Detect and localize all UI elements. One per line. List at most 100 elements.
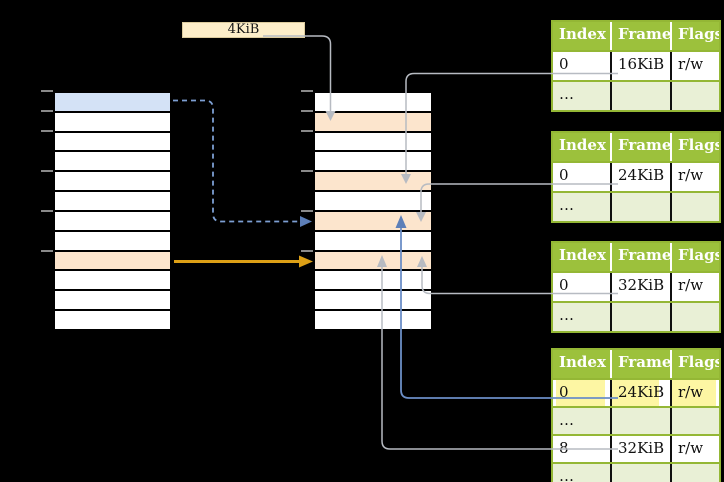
virtual-memory-cell-9 [55, 251, 170, 272]
page-size-label: 4KiB [227, 22, 260, 37]
page-table-1-header-flags: Flags [670, 22, 719, 50]
physical-memory-cell-6 [315, 192, 431, 212]
physical-memory-cell-4 [315, 152, 431, 173]
page-table-4-header-index: Index [553, 350, 610, 378]
virtual-memory-cell-4 [55, 152, 170, 173]
physical-memory-cell-9 [315, 251, 431, 272]
arrow-virtual-page9-to-physical-frame [174, 255, 313, 268]
page-table-2-row-1-flags: r/w [670, 163, 719, 191]
virtual-address-tick-mark [41, 110, 53, 112]
page-table-3-header-flags: Flags [670, 243, 719, 271]
virtual-address-tick-mark [41, 170, 53, 172]
virtual-memory-cell-3 [55, 132, 170, 153]
page-table-1-row-2: … [553, 80, 719, 110]
page-table-1-row-1-frame: 16KiB [610, 52, 670, 80]
physical-memory-cell-3 [315, 132, 431, 153]
page-table-3-row-2-flags [670, 303, 719, 331]
page-table-3-row-1-index: 0 [553, 273, 610, 301]
page-table-3-row-2: … [553, 301, 719, 331]
page-table-2-header-index: Index [553, 133, 610, 161]
virtual-address-tick-mark [41, 90, 53, 92]
virtual-memory-cell-8 [55, 231, 170, 252]
page-table-1-header-index: Index [553, 22, 610, 50]
arrow-virtual-page1-to-physical-frame [173, 99, 312, 227]
page-table-3-row-2-frame [610, 303, 670, 331]
page-table-4-row-3-flags: r/w [670, 436, 719, 462]
virtual-memory-cell-5 [55, 172, 170, 193]
page-table-4-row-1-flags: r/w [670, 380, 719, 406]
page-table-4-row-2: … [553, 406, 719, 434]
page-table-1-row-2-flags [670, 82, 719, 110]
physical-memory-column [313, 91, 433, 331]
virtual-memory-cell-1 [55, 93, 170, 113]
page-table-4-row-2-frame [610, 408, 670, 434]
page-table-2-row-2-frame [610, 193, 670, 221]
page-table-4-row-3-index: 8 [553, 436, 610, 462]
physical-address-tick-mark [301, 90, 313, 92]
page-size-label-box: 4KiB [182, 22, 305, 38]
virtual-memory-cell-7 [55, 211, 170, 232]
page-table-1-header-frame: Frame [610, 22, 670, 50]
page-table-2-header-frame: Frame [610, 133, 670, 161]
virtual-memory-column [53, 91, 172, 331]
page-table-1-row-2-frame [610, 82, 670, 110]
page-table-2-row-2-flags [670, 193, 719, 221]
page-table-1-row-1-flags: r/w [670, 52, 719, 80]
virtual-memory-cell-2 [55, 112, 170, 133]
page-table-4-row-4-index: … [553, 464, 610, 482]
virtual-memory-cell-11 [55, 291, 170, 312]
physical-address-tick-mark [301, 130, 313, 132]
page-table-2-row-1-index: 0 [553, 163, 610, 191]
virtual-address-tick-mark [41, 210, 53, 212]
page-table-2-row-1-frame: 24KiB [610, 163, 670, 191]
page-table-1-row-1-index: 0 [553, 52, 610, 80]
physical-address-tick-mark [301, 250, 313, 252]
page-table-3-header-frame: Frame [610, 243, 670, 271]
page-table-4-header-flags: Flags [670, 350, 719, 378]
physical-memory-cell-10 [315, 271, 431, 292]
physical-memory-cell-8 [315, 231, 431, 252]
page-table-4-header-frame: Frame [610, 350, 670, 378]
virtual-memory-cell-6 [55, 192, 170, 212]
page-table-4-row-3-frame: 32KiB [610, 436, 670, 462]
physical-address-tick-mark [301, 110, 313, 112]
physical-address-tick-mark [301, 210, 313, 212]
physical-address-tick-mark [301, 170, 313, 172]
page-table-4-row-2-flags [670, 408, 719, 434]
virtual-memory-cell-12 [55, 311, 170, 329]
page-table-1-row-2-index: … [553, 82, 610, 110]
physical-memory-cell-5 [315, 172, 431, 193]
page-table-2-row-2: … [553, 191, 719, 221]
physical-memory-cell-12 [315, 311, 431, 329]
virtual-memory-cell-10 [55, 271, 170, 292]
physical-memory-cell-11 [315, 291, 431, 312]
physical-memory-cell-1 [315, 93, 431, 113]
physical-memory-cell-2 [315, 112, 431, 133]
virtual-address-tick-mark [41, 130, 53, 132]
page-table-4-row-1-frame: 24KiB [610, 380, 670, 406]
page-table-4-row-4: … [553, 462, 719, 482]
page-table-4-row-4-frame [610, 464, 670, 482]
page-table-4-row-2-index: … [553, 408, 610, 434]
virtual-address-tick-mark [41, 250, 53, 252]
page-table-3-header-index: Index [553, 243, 610, 271]
page-table-4-row-4-flags [670, 464, 719, 482]
physical-memory-cell-7 [315, 211, 431, 232]
page-table-3-row-1-flags: r/w [670, 273, 719, 301]
page-table-3-row-1-frame: 32KiB [610, 273, 670, 301]
page-table-2-header-flags: Flags [670, 133, 719, 161]
